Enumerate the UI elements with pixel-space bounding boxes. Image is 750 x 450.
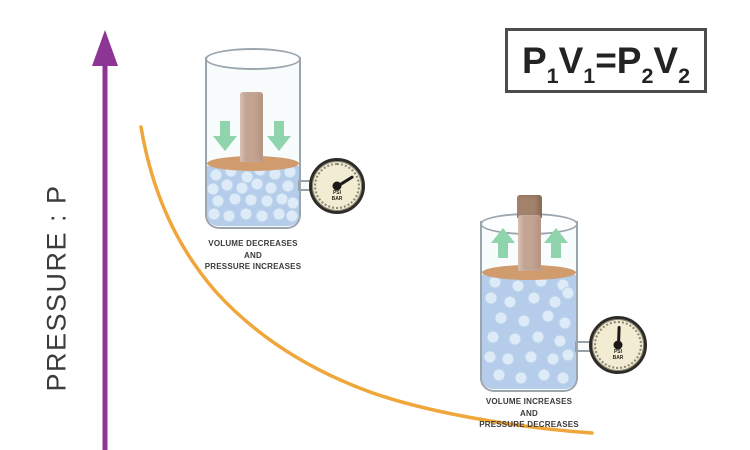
gas-molecule	[556, 371, 570, 385]
gas-molecule	[250, 177, 264, 191]
gas-molecule	[244, 193, 258, 207]
pressure-axis-label: PRESSURE : P	[41, 184, 72, 392]
pv-curve	[139, 125, 594, 435]
gas-molecule	[228, 192, 242, 206]
gauge-unit-label: PSI BAR	[612, 349, 624, 362]
gas-molecule	[492, 368, 506, 382]
gas-molecule	[207, 207, 221, 221]
gas-molecule	[211, 194, 225, 208]
gas-molecule	[511, 279, 525, 293]
gas-molecule	[209, 168, 223, 182]
gas-molecule	[486, 330, 500, 344]
gas-molecule	[558, 316, 572, 330]
formula-symbol: V	[558, 39, 584, 81]
formula-symbol: P	[616, 39, 642, 81]
gauge-unit-label: PSI BAR	[331, 190, 343, 203]
pressure-gauge-low: PSI BAR	[589, 316, 647, 374]
gas-molecule	[524, 350, 538, 364]
gas-molecule	[531, 330, 545, 344]
gas-molecule	[494, 311, 508, 325]
gas-molecule	[537, 368, 551, 382]
gas-molecule	[235, 181, 249, 195]
gas-molecule	[220, 178, 234, 192]
arrow-up-icon	[544, 228, 568, 258]
gas-molecule	[285, 209, 299, 223]
pressure-gauge-high: PSI BAR	[309, 158, 365, 214]
arrow-up-icon	[491, 228, 515, 258]
formula-text: P1V1=P2V2	[521, 39, 690, 87]
gas-molecule	[272, 207, 286, 221]
gas-molecule	[222, 209, 236, 223]
gas-molecule	[508, 332, 522, 346]
gas-molecule	[483, 350, 497, 364]
gas-region-expanded	[482, 274, 576, 389]
gas-molecule	[527, 291, 541, 305]
cylinder-compressed-group: PSI BAR VOLUME DECREASES AND PRESSURE IN…	[205, 48, 365, 271]
gas-molecule	[484, 291, 498, 305]
gas-molecule	[264, 181, 278, 195]
gas-molecule	[561, 348, 575, 362]
gauge-center-dot	[332, 181, 342, 191]
gauge-center-dot	[613, 340, 623, 350]
piston-plate	[207, 156, 299, 171]
gauge-tick-ring	[594, 321, 642, 369]
arrow-down-icon	[267, 121, 291, 151]
glass-cylinder-rim	[205, 48, 301, 70]
piston-rod	[240, 92, 263, 162]
cylinder-expanded-group: PSI BAR VOLUME INCREASES AND PRESSURE DE…	[479, 195, 647, 429]
formula-subscript: 2	[641, 63, 654, 88]
gas-molecule	[561, 286, 575, 300]
gas-molecule	[553, 334, 567, 348]
formula-subscript: 1	[583, 63, 596, 88]
gas-molecule	[239, 207, 253, 221]
arrow-down-icon	[213, 121, 237, 151]
boyles-law-formula-box: P1V1=P2V2	[505, 28, 707, 93]
gas-region-compressed	[206, 163, 300, 226]
formula-symbol: P	[521, 39, 547, 81]
gas-molecule	[546, 352, 560, 366]
gas-molecule	[501, 352, 515, 366]
piston-rod-cap	[517, 195, 542, 218]
gauge-tick-ring	[314, 163, 360, 209]
gas-molecule	[260, 194, 274, 208]
gas-molecule	[514, 371, 528, 385]
caption-compressed: VOLUME DECREASES AND PRESSURE INCREASES	[204, 239, 302, 272]
formula-subscript: 2	[678, 63, 691, 88]
formula-symbol: =	[595, 39, 617, 81]
caption-expanded: VOLUME INCREASES AND PRESSURE DECREASES	[479, 397, 579, 430]
formula-symbol: V	[653, 39, 679, 81]
piston-rod	[518, 215, 541, 271]
gas-molecule	[286, 196, 300, 210]
gas-molecule	[281, 179, 295, 193]
gas-molecule	[255, 209, 269, 223]
gas-molecule	[548, 295, 562, 309]
gas-molecule	[541, 309, 555, 323]
gas-molecule	[503, 295, 517, 309]
gas-molecule	[517, 314, 531, 328]
piston-plate	[482, 265, 576, 280]
pressure-axis-arrowhead-icon	[92, 30, 118, 66]
formula-subscript: 1	[546, 63, 559, 88]
